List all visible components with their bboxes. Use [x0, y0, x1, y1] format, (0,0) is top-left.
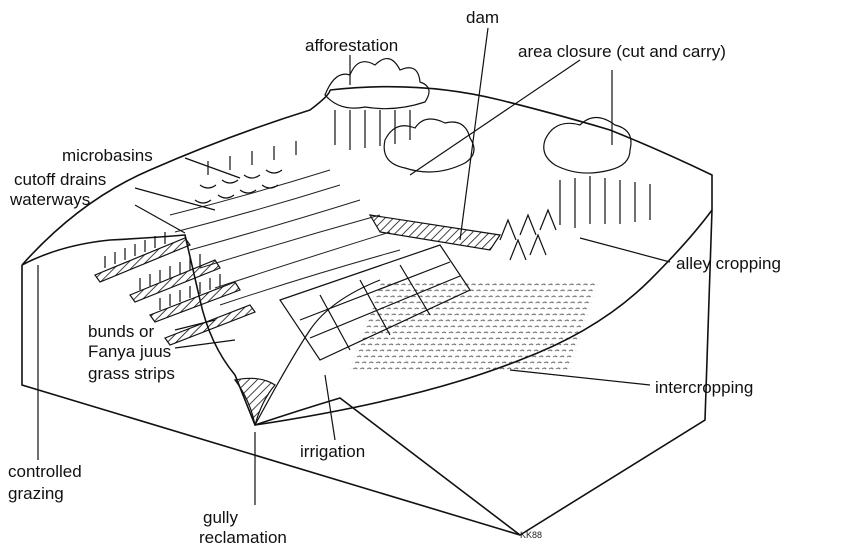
label-grass-strips: grass strips [88, 364, 175, 384]
label-alley-cropping: alley cropping [676, 254, 781, 274]
gully [235, 378, 275, 425]
alley-cropping-trees [500, 176, 650, 260]
artist-signature: KK88 [520, 530, 542, 540]
label-microbasins: microbasins [62, 146, 153, 166]
label-bunds-line1: bunds or [88, 322, 154, 342]
label-afforestation: afforestation [305, 36, 398, 56]
intercropping-field [350, 280, 599, 370]
afforestation-trees [325, 59, 429, 150]
label-cutoff-drains: cutoff drains [14, 170, 106, 190]
label-waterways: waterways [10, 190, 90, 210]
label-controlled-grazing-2: grazing [8, 484, 64, 504]
label-dam: dam [466, 8, 499, 28]
label-irrigation: irrigation [300, 442, 365, 462]
label-bunds-line2: Fanya juus [88, 342, 171, 362]
contour-lines [170, 170, 400, 305]
label-intercropping: intercropping [655, 378, 753, 398]
label-area-closure: area closure (cut and carry) [518, 42, 726, 62]
label-gully-2: reclamation [199, 528, 287, 548]
microbasins [195, 141, 296, 203]
label-controlled-grazing-1: controlled [8, 462, 82, 482]
dam-structure [370, 215, 500, 250]
label-gully-1: gully [203, 508, 238, 528]
